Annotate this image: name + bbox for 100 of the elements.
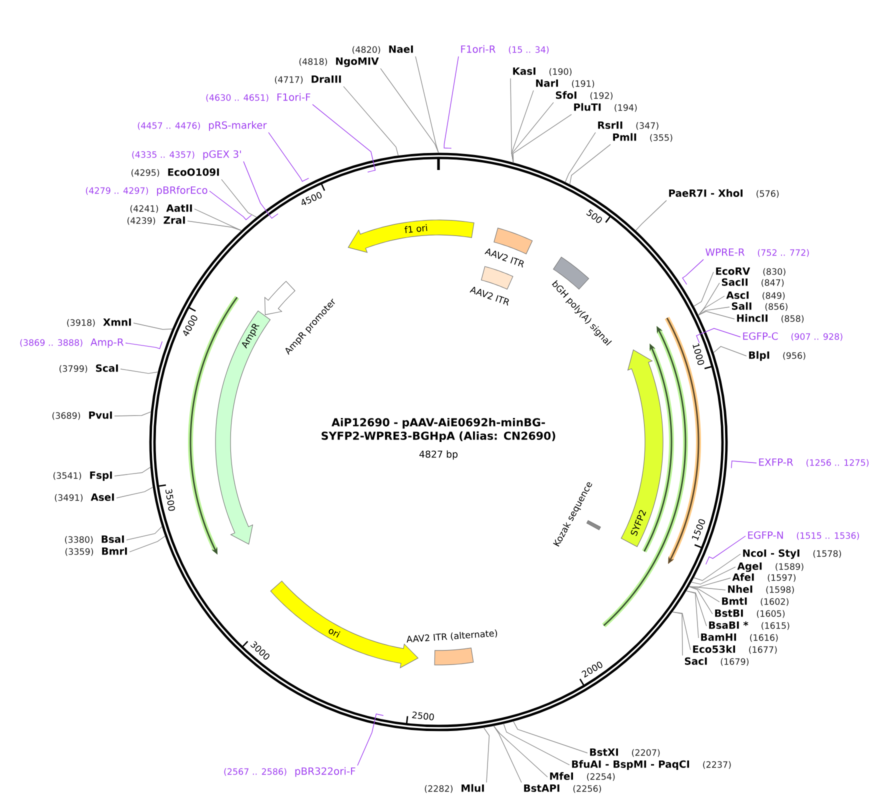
site-position: (4717)	[274, 76, 303, 84]
enzyme-site-label: XmnI	[103, 318, 131, 326]
site-position: (1677)	[749, 646, 777, 654]
tick-label: 4000	[183, 315, 198, 336]
leader-line	[686, 590, 699, 638]
primer-leader-line	[125, 341, 163, 350]
enzyme-site-label: RsrII	[598, 121, 622, 129]
enzyme-site-label: AseI	[90, 493, 114, 501]
tick-label: 2500	[412, 712, 434, 720]
enzyme-site-label: AgeI	[737, 562, 762, 572]
site-position: (2254)	[587, 773, 615, 781]
leader-line	[187, 220, 242, 231]
site-position: (1605)	[756, 610, 785, 618]
primer-position: (4630 .. 4651)	[206, 94, 268, 102]
site-position: (858)	[782, 315, 804, 323]
tick-label: 1500	[692, 519, 706, 540]
leader-line	[415, 56, 439, 154]
primer-position: (4279 .. 4297)	[86, 187, 148, 195]
leader-line	[672, 612, 691, 650]
primer-leader-line	[268, 132, 310, 182]
enzyme-site-label: ZraI	[164, 216, 185, 224]
enzyme-site-label: BsaBI *	[709, 621, 748, 629]
leader-line	[116, 486, 154, 498]
site-position: (4818)	[299, 58, 327, 66]
feature-band: f1 ori	[348, 220, 474, 253]
enzyme-site-label: SacII	[722, 278, 748, 286]
enzyme-site-label: BstBI	[715, 609, 743, 617]
leader-line	[126, 526, 162, 540]
site-position: (355)	[650, 134, 672, 142]
leader-line	[688, 586, 720, 602]
site-position: (3541)	[53, 472, 82, 480]
enzyme-site-label: SacI	[684, 657, 707, 665]
leader-line	[686, 590, 707, 626]
primer-label: pBRforEco	[157, 186, 208, 196]
leader-line	[380, 68, 439, 154]
enzyme-site-label: BmtI	[722, 597, 747, 605]
primer-label: EXFP-R	[759, 458, 794, 466]
primer-position: (15 .. 34)	[508, 46, 549, 54]
primer-leader-line	[357, 714, 384, 766]
enzyme-site-label: PaeR7I - XhoI	[669, 189, 742, 197]
leader-line	[343, 86, 399, 156]
site-position: (3799)	[60, 365, 88, 373]
site-position: (956)	[783, 352, 806, 360]
leader-line	[483, 727, 490, 783]
enzyme-site-label: BfuAI - BspMI - PaqCI	[572, 760, 690, 770]
enzyme-site-label: NcoI - StyI	[743, 549, 800, 559]
enzyme-site-label: PmlI	[613, 133, 636, 141]
site-position: (2207)	[632, 749, 660, 757]
primer-leader-line	[682, 259, 704, 285]
site-position: (194)	[614, 104, 637, 112]
leader-line	[512, 114, 572, 163]
leader-line	[698, 296, 725, 316]
enzyme-site-label: SfoI	[556, 91, 576, 99]
primer-position: (3869 .. 3888)	[20, 339, 82, 347]
enzyme-site-label: EcoRV	[716, 267, 750, 275]
primer-leader-line	[731, 460, 757, 468]
enzyme-site-label: BstXI	[590, 748, 618, 756]
site-position: (1616)	[750, 634, 778, 642]
enzyme-site-label: Eco53kI	[693, 645, 736, 653]
primer-label: F1ori-F	[277, 93, 310, 101]
site-position: (4820)	[352, 46, 380, 54]
leader-line	[512, 102, 554, 163]
enzyme-site-label: BlpI	[749, 351, 770, 361]
enzyme-site-label: BsaI	[102, 535, 124, 543]
site-position: (190)	[549, 68, 572, 76]
enzyme-site-label: MfeI	[550, 772, 573, 780]
enzyme-site-label: BamHI	[701, 633, 736, 641]
leader-line	[688, 586, 726, 590]
tick-label: 3500	[165, 489, 175, 511]
leader-line	[691, 566, 736, 585]
primer-position: (1515 .. 1536)	[796, 532, 859, 540]
leader-line	[569, 144, 611, 185]
site-position: (347)	[636, 122, 658, 130]
site-position: (3918)	[67, 319, 95, 327]
primer-position: (4335 .. 4357)	[132, 151, 194, 159]
enzyme-site-label: HincII	[737, 314, 768, 322]
site-position: (856)	[765, 303, 788, 311]
primer-position: (752 .. 772)	[758, 249, 809, 257]
leader-line	[698, 282, 720, 316]
leader-line	[114, 411, 152, 416]
enzyme-site-label: SalI	[732, 302, 752, 310]
site-position: (192)	[590, 92, 612, 100]
enzyme-site-label: DraIII	[312, 75, 341, 83]
enzyme-site-label: PluTI	[574, 103, 601, 111]
leader-line	[221, 179, 257, 218]
primer-leader-line	[444, 56, 459, 149]
site-position: (191)	[572, 80, 594, 88]
site-position: (1589)	[776, 563, 804, 571]
leader-line	[503, 723, 570, 766]
site-position: (576)	[756, 190, 779, 198]
leader-line	[635, 200, 667, 231]
enzyme-site-label: ScaI	[96, 364, 118, 372]
site-position: (4239)	[127, 217, 156, 225]
leader-line	[672, 612, 683, 656]
leader-line	[713, 346, 747, 356]
site-position: (1598)	[766, 586, 794, 594]
primer-leader-line	[243, 161, 278, 219]
leader-line	[513, 720, 588, 754]
leader-line	[114, 466, 151, 476]
leader-line	[120, 368, 158, 374]
